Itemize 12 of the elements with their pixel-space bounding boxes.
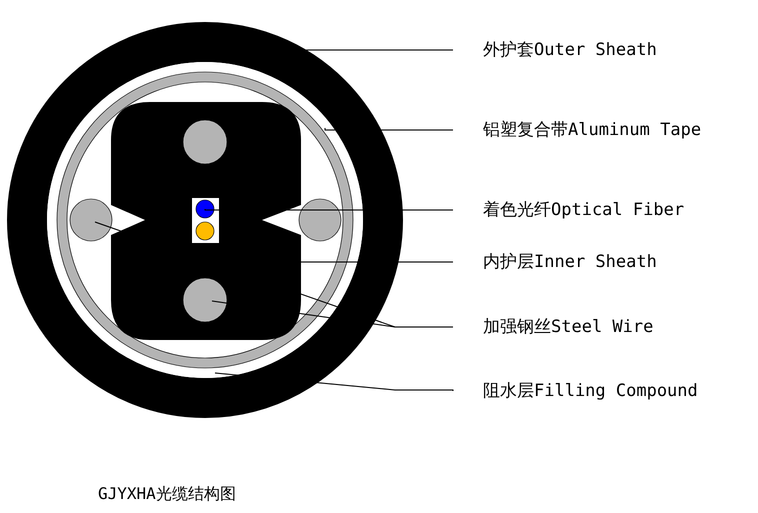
leader-line: [324, 128, 454, 130]
outer-sheath-ring: [7, 22, 403, 418]
part-label: 着色光纤Optical Fiber: [483, 200, 684, 220]
part-label: 阻水层Filling Compound: [483, 381, 698, 401]
caption: GJYXHA光缆结构图: [98, 484, 236, 504]
part-label: 铝塑复合带Aluminum Tape: [483, 120, 702, 140]
leader-line: [214, 372, 454, 392]
part-label: 外护套Outer Sheath: [483, 40, 657, 60]
part-label: 内护层Inner Sheath: [483, 252, 657, 272]
leader-line: [204, 208, 454, 210]
part-label: 加强钢丝Steel Wire: [483, 317, 654, 337]
leader-line: [300, 260, 454, 262]
